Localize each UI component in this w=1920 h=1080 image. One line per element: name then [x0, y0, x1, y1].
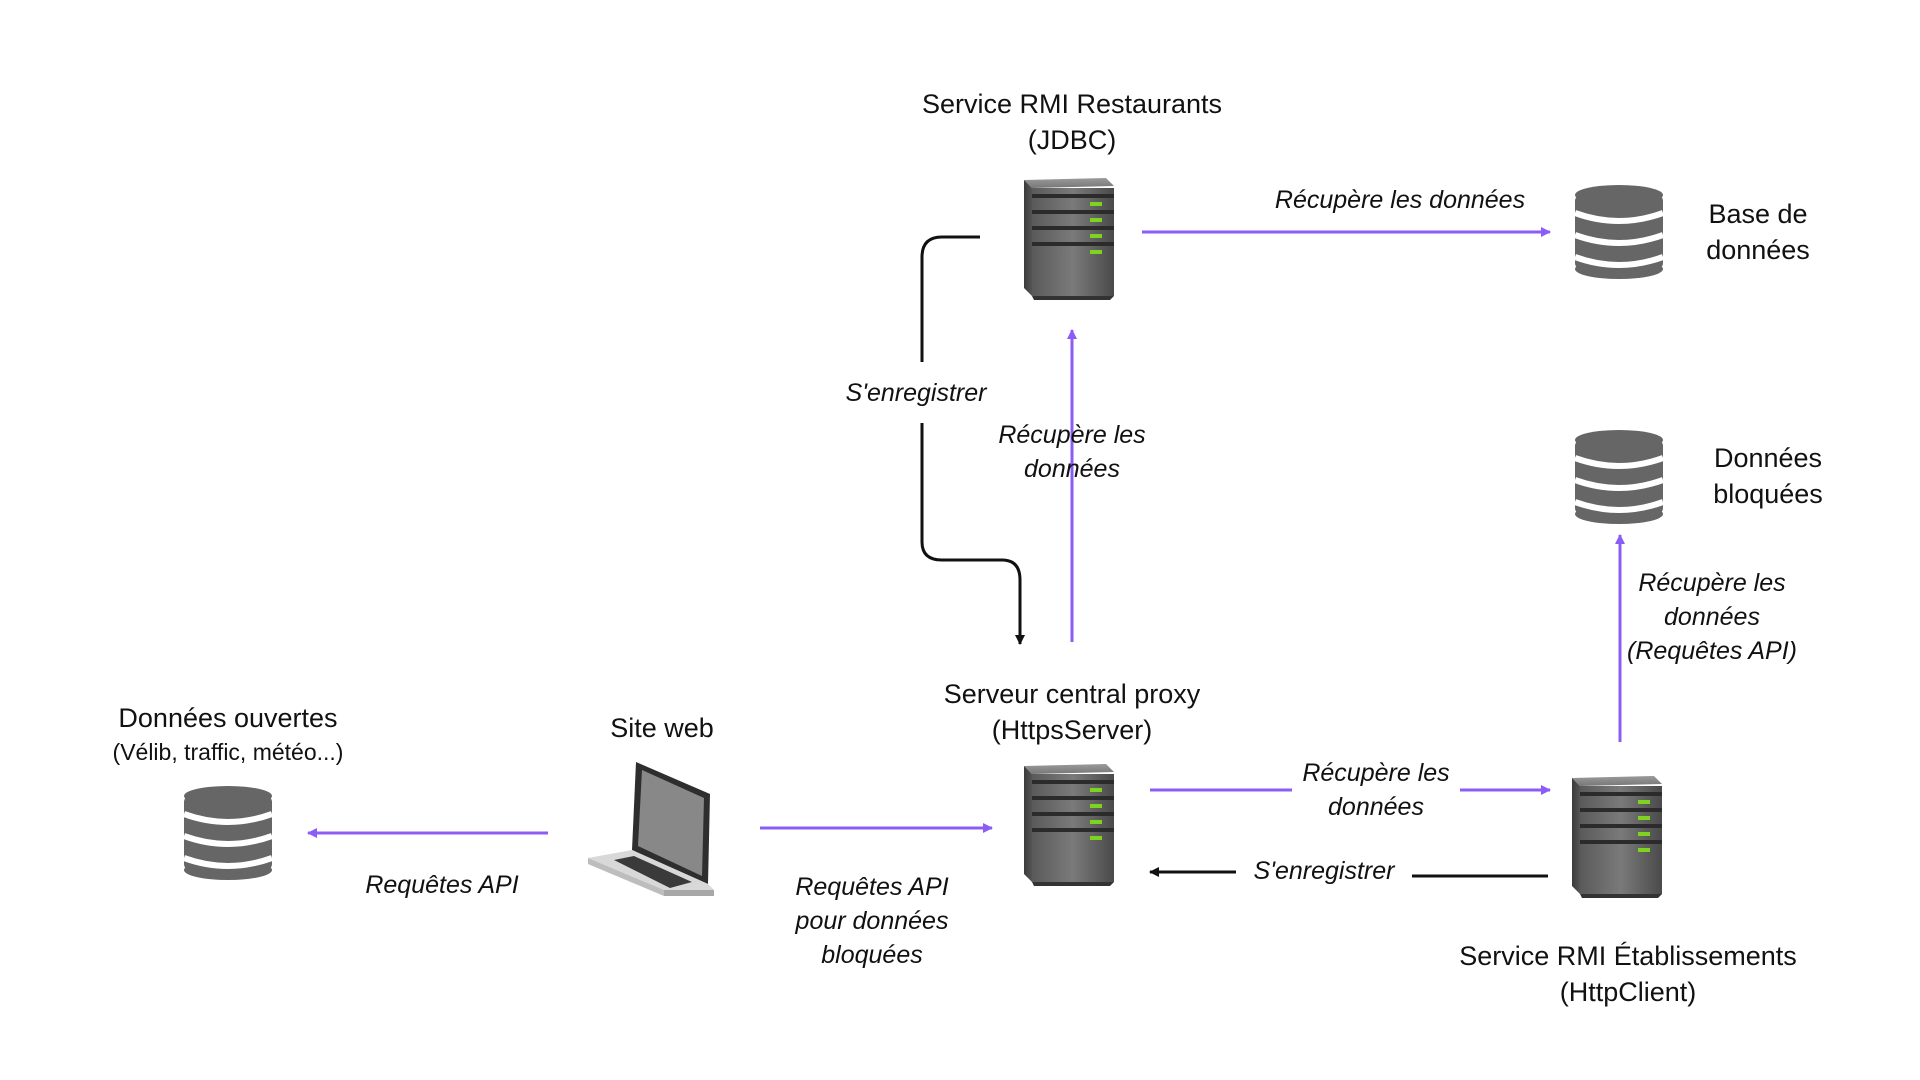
edge-label-etab-to-blocked: Récupère les données (Requêtes API): [1627, 569, 1797, 665]
edge-label-proxy-to-etablissements: Récupère les données: [1302, 759, 1450, 821]
proxy-title: Serveur central proxy (HttpsServer): [943, 679, 1201, 745]
blocked-data-title: Données bloquées: [1713, 443, 1823, 509]
edge-label-etablissements-register: S'enregistrer: [1253, 857, 1395, 885]
server-icon: [1022, 762, 1116, 888]
server-icon: [1570, 774, 1664, 900]
edge-restaurants-register-b: [920, 423, 1025, 645]
edge-label-restaurants-to-database: Récupère les données: [1274, 186, 1526, 214]
database-icon: [184, 786, 272, 880]
etablissements-title: Service RMI Établissements (HttpClient): [1459, 941, 1797, 1007]
server-icon: [1022, 176, 1116, 302]
edge-label-proxy-to-restaurants: Récupère les données: [998, 421, 1146, 483]
database-title: Base de données: [1706, 199, 1810, 265]
database-icon: [1575, 185, 1663, 279]
edge-label-website-to-proxy: Requêtes API pour données bloquées: [795, 873, 949, 969]
edge-label-restaurants-register: S'enregistrer: [845, 379, 987, 407]
edge-restaurants-register-a: [920, 235, 980, 362]
open-data-title: Données ouvertes (Vélib, traffic, météo.…: [112, 703, 344, 765]
restaurants-title: Service RMI Restaurants (JDBC): [921, 89, 1223, 155]
website-title: Site web: [610, 713, 714, 743]
database-icon: [1575, 430, 1663, 524]
laptop-icon: [588, 762, 714, 896]
edge-label-website-to-open-data: Requêtes API: [365, 871, 519, 899]
